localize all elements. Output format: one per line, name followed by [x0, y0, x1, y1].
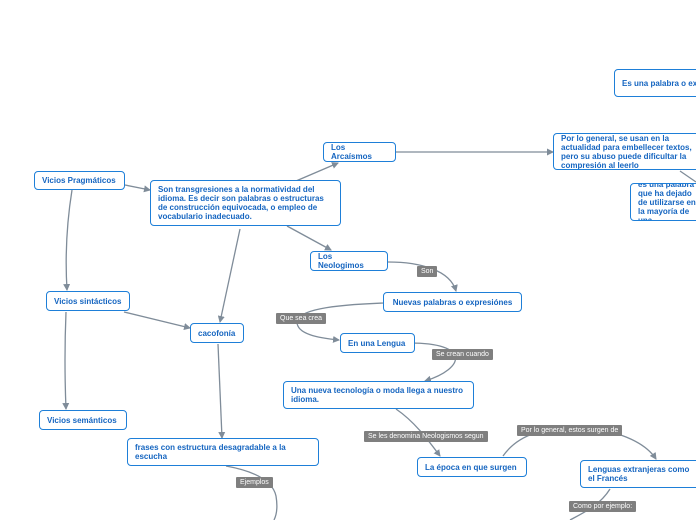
node-vicios-semanticos[interactable]: Vicios semánticos	[39, 410, 127, 430]
node-en-una-lengua[interactable]: En una Lengua	[340, 333, 415, 353]
node-definicion[interactable]: Son transgresiones a la normatividad del…	[150, 180, 341, 226]
node-arcaismo-uso[interactable]: Por lo general, se usan en la actualidad…	[553, 133, 696, 170]
node-epoca[interactable]: La época en que surgen	[417, 457, 527, 477]
node-arcaismo-sin-embargo[interactable]: Sin embargo, es una palabra que ha dejad…	[630, 183, 696, 221]
link-cacofonia-frases	[217, 343, 226, 439]
node-lenguas-extranjeras[interactable]: Lenguas extranjeras como el Francés	[580, 460, 696, 488]
node-arcaismo-definicion[interactable]: Es una palabra o expresión que se usaba …	[614, 69, 696, 97]
link-pragmaticos-sintacticos	[63, 189, 73, 291]
label-que-sea-crea: Que sea crea	[276, 313, 327, 324]
link-definicion-neologismos	[286, 225, 332, 251]
link-definicion-cacofonia	[217, 228, 241, 323]
link-definicion-arcaismos	[295, 162, 339, 182]
node-tecnologia[interactable]: Una nueva tecnología o moda llega a nues…	[283, 381, 474, 409]
link-pragmaticos-definicion	[124, 184, 151, 193]
node-nuevas-palabras[interactable]: Nuevas palabras o expresiónes	[383, 292, 522, 312]
link-sintacticos-semanticos	[62, 311, 70, 410]
label-se-crean-cuando: Se crean cuando	[432, 349, 493, 360]
node-arcaismos[interactable]: Los Arcaísmos	[323, 142, 396, 162]
label-por-lo-general: Por lo general, estos surgen de	[517, 425, 623, 436]
label-ejemplos: Ejemplos	[236, 477, 273, 488]
link-sintacticos-cacofonia	[123, 311, 191, 330]
node-vicios-sintacticos[interactable]: Vicios sintácticos	[46, 291, 130, 311]
link-frases-ejemplos	[225, 465, 278, 520]
label-son: Son	[417, 266, 438, 277]
node-neologismos[interactable]: Los Neologimos	[310, 251, 388, 271]
node-frases[interactable]: frases con estructura desagradable a la …	[127, 438, 319, 466]
label-como-por-ejemplo: Como por ejemplo:	[569, 501, 637, 512]
label-se-les-denomina: Se les denomina Neologismos segun	[364, 431, 488, 442]
node-cacofonia[interactable]: cacofonía	[190, 323, 244, 343]
node-vicios-pragmaticos[interactable]: Vicios Pragmáticos	[34, 171, 125, 190]
link-uso-sin-embargo	[679, 170, 696, 183]
